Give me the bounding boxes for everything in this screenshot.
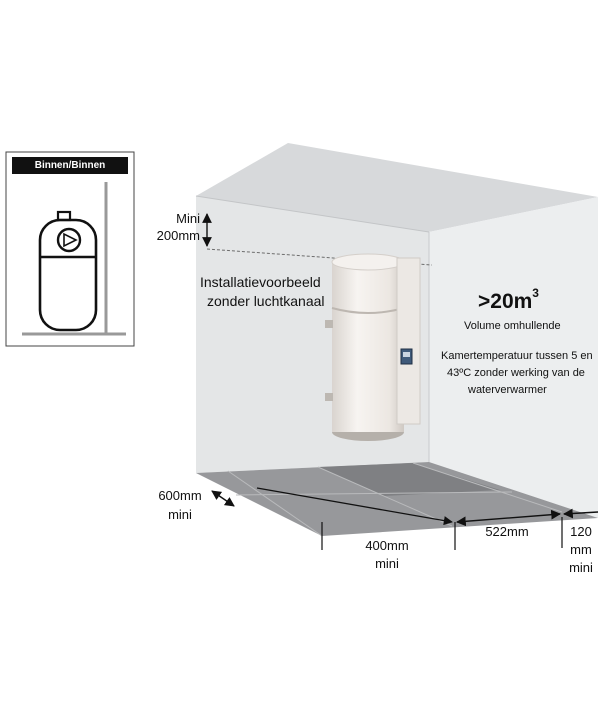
front-clearance-arrow bbox=[256, 487, 453, 526]
inset-header: Binnen/Binnen bbox=[34, 160, 106, 171]
right-wall bbox=[429, 197, 598, 518]
width-label: 522mm bbox=[485, 524, 529, 539]
volume-label: Volume omhullende bbox=[464, 320, 561, 332]
inset-header-bar bbox=[12, 157, 128, 174]
floor-tile-dark bbox=[318, 463, 500, 496]
heat-pump-boiler-icon bbox=[38, 210, 98, 332]
front-clearance-label-line2: mini bbox=[375, 556, 399, 571]
example-caption-line2: zonder luchtkanaal bbox=[207, 293, 325, 309]
temperature-note-line2: 43ºC zonder werking van de bbox=[447, 367, 585, 379]
rear-clearance-label-line3: mini bbox=[569, 560, 593, 575]
ceiling-edge bbox=[195, 195, 430, 233]
volume-number: >20m bbox=[478, 290, 533, 313]
rear-clearance-label-line2: mm bbox=[570, 542, 592, 557]
volume-value: >20m3 bbox=[478, 286, 539, 314]
rear-clearance-arrow bbox=[563, 508, 599, 519]
side-clearance-label-line2: mini bbox=[168, 507, 192, 522]
rear-clearance-label-line1: 120 bbox=[570, 524, 592, 539]
heat-pump-boiler bbox=[325, 253, 421, 441]
width-arrow bbox=[456, 509, 561, 527]
ceiling bbox=[196, 143, 598, 232]
top-clearance-label: Mini 200mm bbox=[156, 211, 200, 243]
front-clearance-label-line1: 400mm bbox=[365, 538, 409, 553]
temperature-note-line3: waterverwarmer bbox=[468, 384, 547, 396]
example-caption-line1: Installatievoorbeeld bbox=[200, 274, 321, 290]
side-clearance-arrow bbox=[211, 490, 235, 507]
side-clearance-label-line1: 600mm bbox=[158, 488, 202, 503]
floor-tile-grid bbox=[227, 462, 563, 537]
inset-frame bbox=[5, 151, 135, 347]
volume-superscript: 3 bbox=[532, 286, 539, 300]
temperature-note-line1: Kamertemperatuur tussen 5 en bbox=[441, 350, 593, 362]
